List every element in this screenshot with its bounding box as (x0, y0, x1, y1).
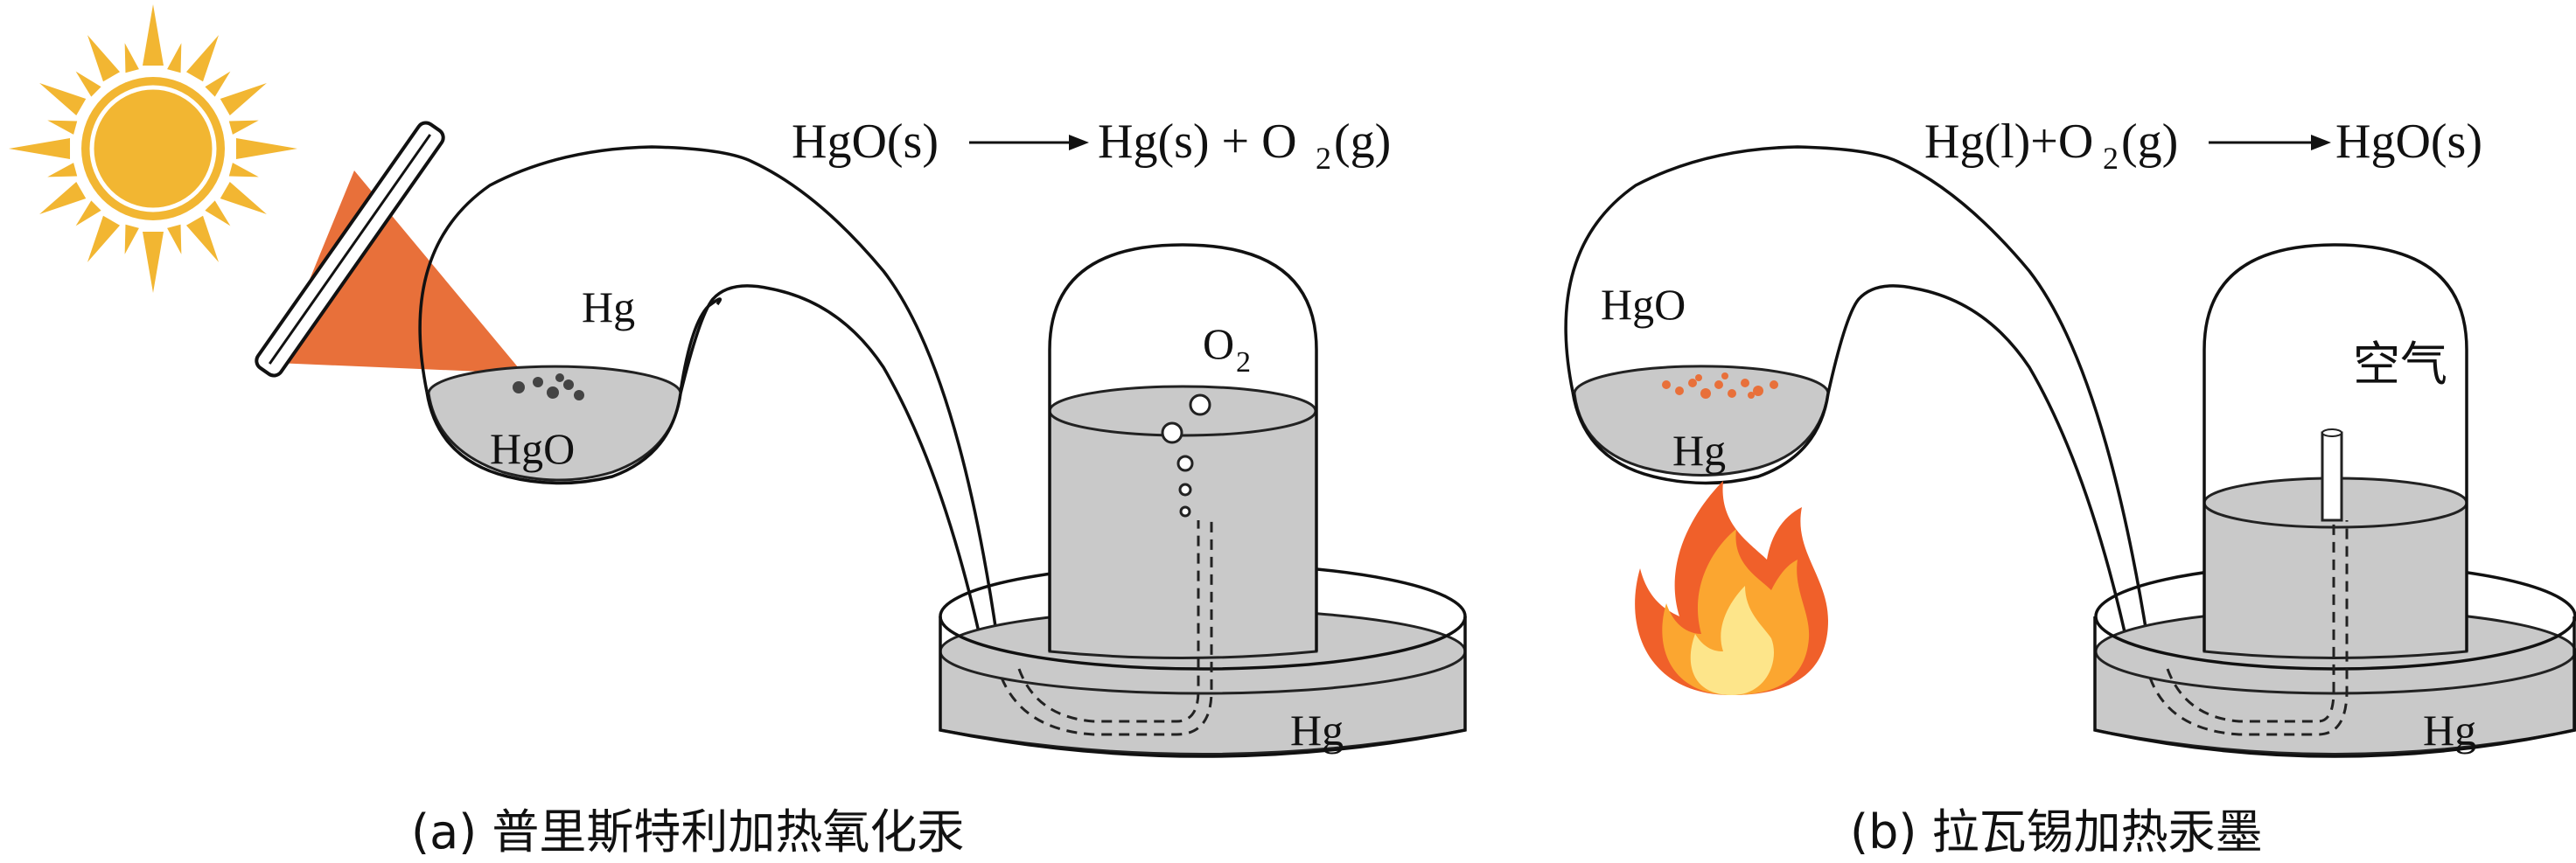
equation-a-subscript: 2 (1316, 141, 1331, 176)
label-hgo-flask-a: HgO (490, 424, 575, 473)
bell-jar-b (2148, 243, 2468, 736)
light-beam (276, 171, 523, 373)
label-hg-trough-a: Hg (1290, 706, 1344, 755)
caption-b: (b) 拉瓦锡加热汞墨 (1850, 804, 2263, 860)
sun-icon (9, 4, 297, 293)
label-hgo-flask-b: HgO (1601, 280, 1686, 329)
retort-flask-a (418, 145, 1021, 675)
equation-a-reactant: HgO(s) (792, 115, 939, 169)
label-air-b: 空气 (2353, 337, 2447, 392)
flame-icon (1635, 481, 1828, 695)
hgo-particles-red (1662, 372, 1778, 399)
bell-jar-a (1000, 243, 1318, 736)
label-hg-flask-a: Hg (582, 282, 635, 331)
equation-a-tail: (g) (1334, 115, 1391, 169)
panel-a: HgO(s) Hg(s) + O 2 (g) Hg HgO O 2 Hg (a)… (9, 4, 1467, 860)
caption-a: (a) 普里斯特利加热氧化汞 (411, 804, 964, 860)
burning-lens-icon (255, 121, 445, 378)
equation-b-subscript: 2 (2103, 141, 2119, 176)
equation-b-product: HgO(s) (2335, 115, 2482, 169)
equation-b-reactant-tail: (g) (2121, 115, 2178, 169)
label-o2-sub-a: 2 (1236, 346, 1251, 379)
equation-b: Hg(l)+O 2 (g) HgO(s) (1924, 115, 2482, 176)
equation-b-reactant: Hg(l)+O (1924, 115, 2093, 169)
oxygen-bubbles (1161, 393, 1211, 518)
label-o2-a: O (1203, 319, 1234, 368)
panel-b: Hg(l)+O 2 (g) HgO(s) HgO Hg 空气 Hg (b) 拉瓦… (1564, 115, 2576, 860)
retort-flask-b (1564, 145, 2169, 675)
label-hg-flask-b: Hg (1672, 426, 1726, 475)
equation-a: HgO(s) Hg(s) + O 2 (g) (792, 115, 1391, 176)
hgo-particles-dark (513, 373, 584, 400)
equation-a-product: Hg(s) + O (1098, 115, 1297, 169)
label-hg-trough-b: Hg (2423, 706, 2476, 755)
